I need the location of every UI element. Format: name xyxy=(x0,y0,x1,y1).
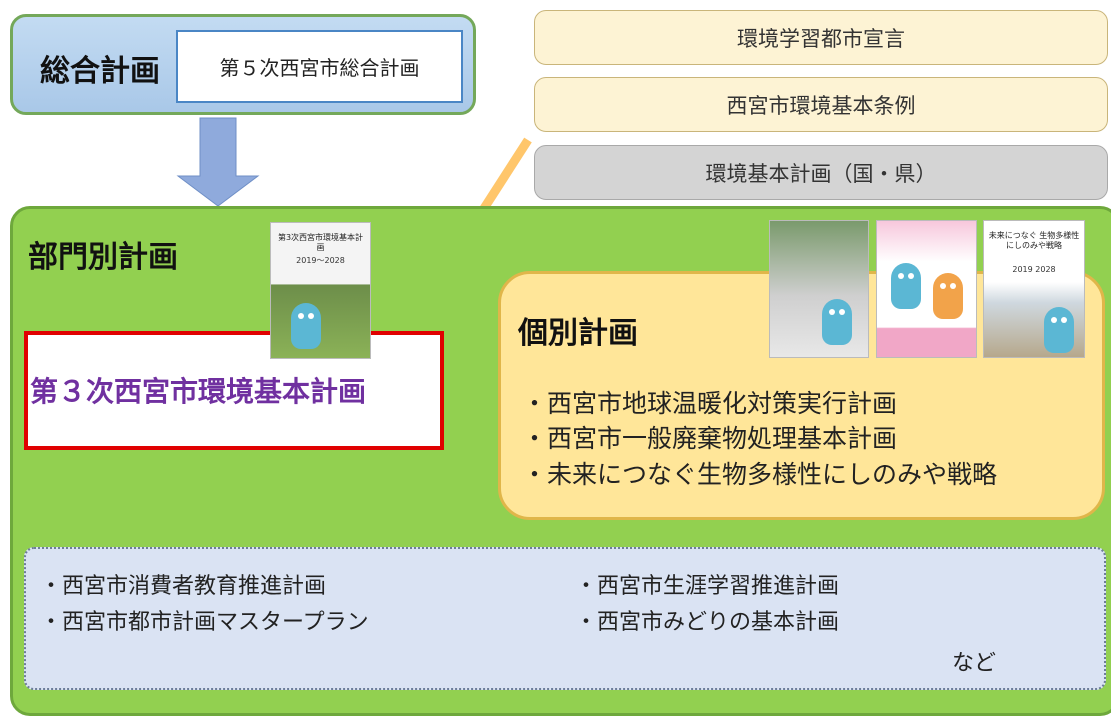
main-plan-cover-image: 第3次西宮市環境基本計画 2019～2028 xyxy=(270,222,371,359)
related-plan-item: ・西宮市生涯学習推進計画 xyxy=(575,574,840,599)
main-plan-cover-title: 第3次西宮市環境基本計画 xyxy=(277,233,364,252)
fifth-comprehensive-plan-box: 第５次西宮市総合計画 xyxy=(176,30,463,103)
individual-plan-item: ・未来につなぐ生物多様性にしのみや戦略 xyxy=(522,460,998,489)
environment-basic-ordinance: 西宮市環境基本条例 xyxy=(534,77,1108,132)
biodiversity-cover-years: 2019 2028 xyxy=(1012,265,1056,274)
related-plan-item: ・西宮市消費者教育推進計画 xyxy=(40,574,327,599)
biodiversity-cover-title: 未来につなぐ 生物多様性にしのみや戦略 xyxy=(988,231,1080,250)
national-prefectural-environment-plan: 環境基本計画（国・県） xyxy=(534,145,1108,200)
mascot-figure xyxy=(1044,307,1074,353)
individual-plans-heading: 個別計画 xyxy=(518,316,638,351)
related-plan-item: ・西宮市みどりの基本計画 xyxy=(575,610,840,635)
biodiversity-strategy-cover-image: 未来につなぐ 生物多様性にしのみや戦略 2019 2028 xyxy=(983,220,1085,358)
sectoral-plans-heading: 部門別計画 xyxy=(28,240,178,275)
main-environment-plan-label: 第３次西宮市環境基本計画 xyxy=(30,375,367,408)
main-plan-cover-years: 2019～2028 xyxy=(296,256,345,265)
related-plan-item: ・西宮市都市計画マスタープラン xyxy=(40,610,369,635)
main-environment-plan-box xyxy=(24,331,444,450)
mascot-figure xyxy=(933,273,963,319)
mascot-figure xyxy=(891,263,921,309)
warming-plan-cover-image xyxy=(769,220,869,358)
waste-plan-cover-image xyxy=(876,220,977,358)
mascot-figure xyxy=(291,303,321,349)
etcetera-label: など xyxy=(952,651,997,676)
mascot-figure xyxy=(822,299,852,345)
individual-plan-item: ・西宮市地球温暖化対策実行計画 xyxy=(522,389,898,418)
related-plans-panel xyxy=(24,547,1106,690)
individual-plan-item: ・西宮市一般廃棄物処理基本計画 xyxy=(522,424,898,453)
environmental-learning-city-declaration: 環境学習都市宣言 xyxy=(534,10,1108,65)
sogo-plan-heading: 総合計画 xyxy=(40,54,160,89)
down-arrow-blue xyxy=(176,117,260,207)
